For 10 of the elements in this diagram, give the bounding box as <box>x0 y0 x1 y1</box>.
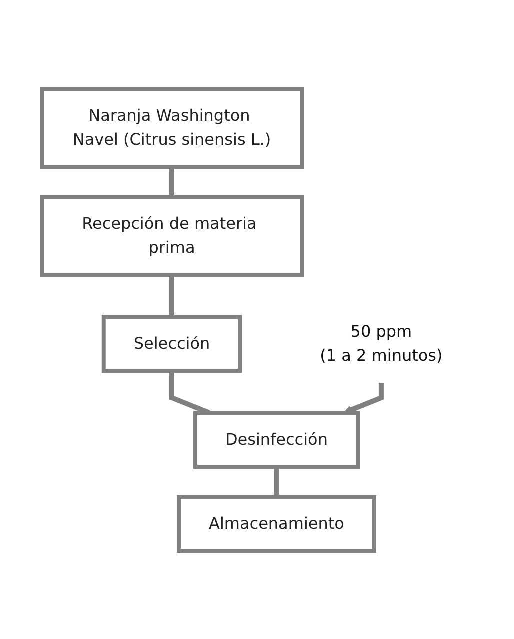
connector <box>274 466 279 496</box>
connector <box>169 166 174 196</box>
node-text: 50 ppm (1 a 2 minutos) <box>320 321 442 364</box>
node-box: Selección <box>102 314 242 372</box>
arrow <box>343 382 384 414</box>
connector <box>169 274 174 316</box>
node-box: Almacenamiento <box>176 494 376 552</box>
node-box: Recepción de materia prima <box>40 194 304 276</box>
node-box: Naranja Washington Navel (Citrus sinensis L.) <box>40 86 304 168</box>
node-box: Desinfección <box>193 410 360 468</box>
